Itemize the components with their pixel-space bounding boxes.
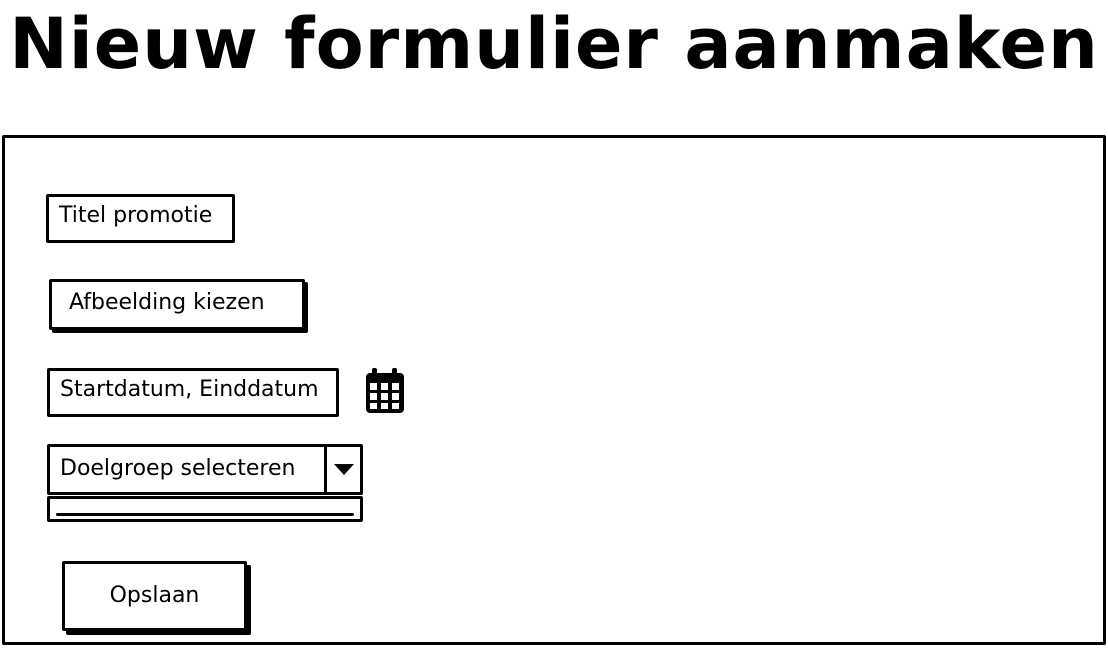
- choose-image-button[interactable]: Afbeelding kiezen: [49, 279, 305, 330]
- audience-select-list[interactable]: [47, 496, 363, 522]
- promotion-title-value: Titel promotie: [59, 203, 213, 228]
- page-title: Nieuw formulier aanmaken: [9, 3, 1099, 85]
- calendar-icon[interactable]: [363, 367, 407, 415]
- save-button-label: Opslaan: [109, 583, 200, 608]
- audience-select[interactable]: Doelgroep selecteren: [47, 444, 363, 495]
- promotion-title-input[interactable]: Titel promotie: [46, 194, 235, 243]
- date-range-value: Startdatum, Einddatum: [60, 377, 319, 402]
- audience-select-value: Doelgroep selecteren: [60, 456, 296, 481]
- form-panel: Titel promotie Afbeelding kiezen Startda…: [2, 135, 1106, 645]
- save-button[interactable]: Opslaan: [62, 561, 247, 631]
- chevron-down-icon[interactable]: [324, 447, 360, 492]
- choose-image-label: Afbeelding kiezen: [69, 290, 265, 315]
- date-range-input[interactable]: Startdatum, Einddatum: [47, 368, 339, 417]
